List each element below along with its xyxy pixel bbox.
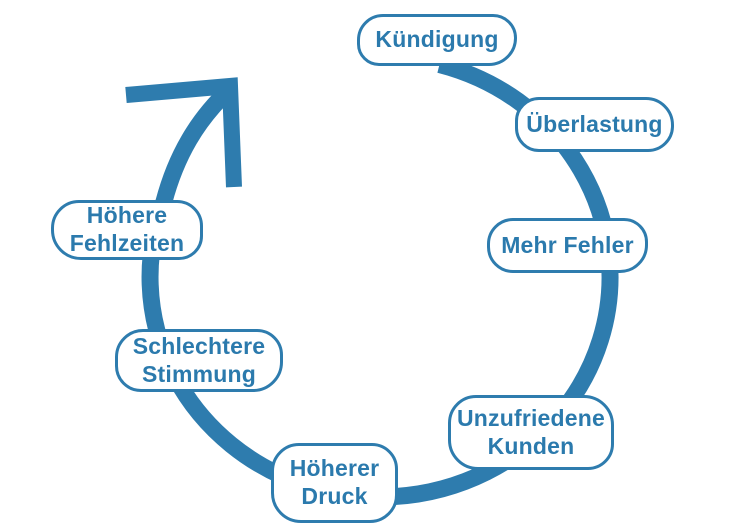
node-kuendigung: Kündigung [357,14,517,66]
node-ueberlastung: Überlastung [515,97,674,152]
node-schlechtere-stimmung: Schlechtere Stimmung [115,329,283,392]
node-hoehere-fehlzeiten: Höhere Fehlzeiten [51,200,203,260]
node-unzufriedene-kunden: Unzufriedene Kunden [448,395,614,470]
node-mehr-fehler: Mehr Fehler [487,218,648,273]
node-hoeherer-druck: Höherer Druck [271,443,398,523]
escalation-arrow-icon [125,77,242,188]
